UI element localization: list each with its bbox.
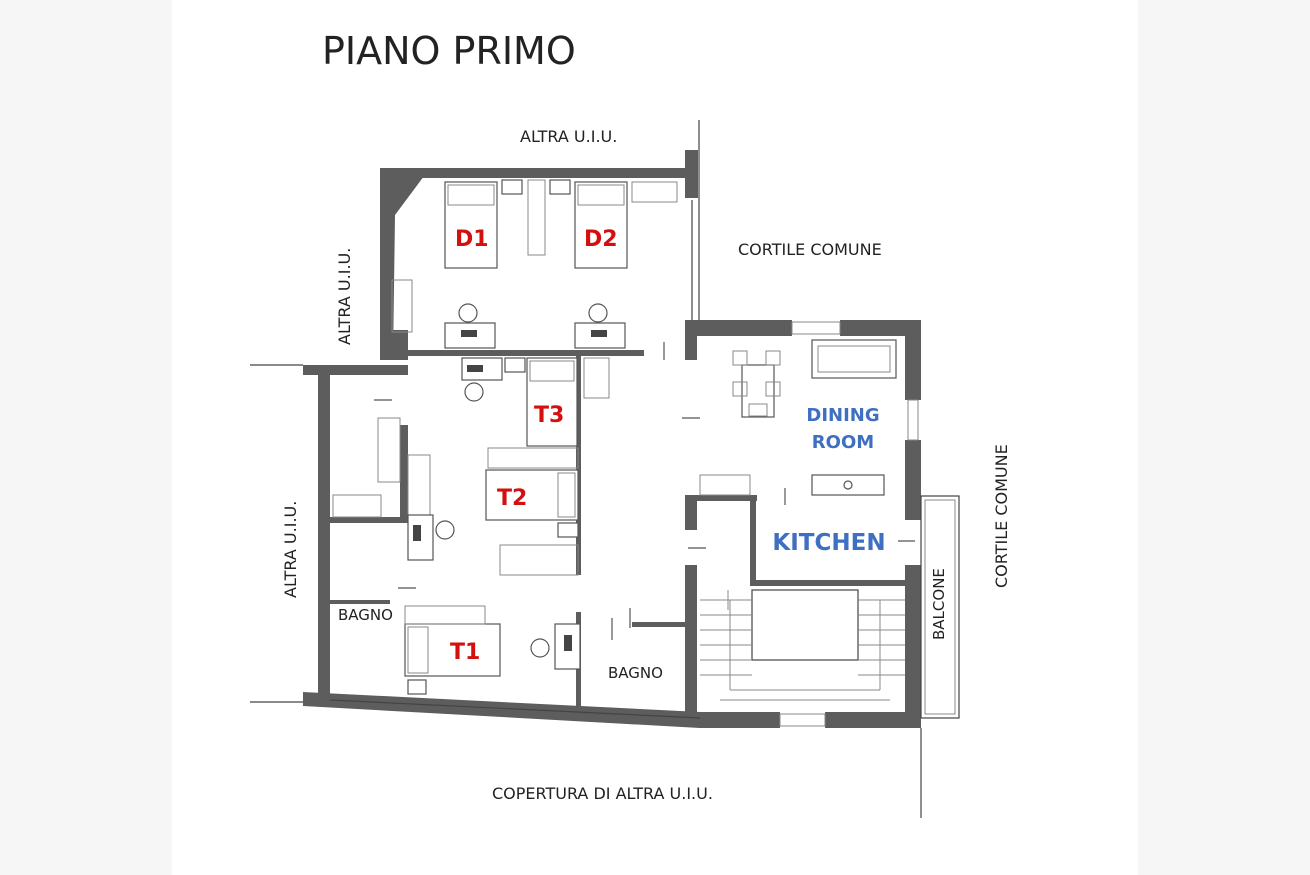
drawing-sheet <box>172 0 1138 875</box>
label-altra-left-top: ALTRA U.I.U. <box>335 248 354 345</box>
label-cortile-right: CORTILE COMUNE <box>992 444 1011 588</box>
room-kitchen: KITCHEN <box>772 530 885 556</box>
label-copertura: COPERTURA DI ALTRA U.I.U. <box>492 784 713 803</box>
label-altra-top: ALTRA U.I.U. <box>520 127 617 146</box>
plan-title: PIANO PRIMO <box>322 29 576 73</box>
walls <box>250 120 921 728</box>
room-d1: D1 <box>455 227 489 252</box>
room-t2: T2 <box>497 486 527 511</box>
label-altra-left-bottom: ALTRA U.I.U. <box>281 501 300 598</box>
room-labels: D1 D2 T3 T2 T1 DINING ROOM KITCHEN <box>450 227 886 665</box>
label-balcone: BALCONE <box>930 568 948 640</box>
room-t1: T1 <box>450 640 480 665</box>
area-labels: ALTRA U.I.U. CORTILE COMUNE ALTRA U.I.U.… <box>281 127 1011 803</box>
room-t3: T3 <box>534 403 564 428</box>
room-dining-line2: ROOM <box>812 432 874 453</box>
furniture <box>332 179 897 695</box>
fixtures-lines <box>329 321 960 818</box>
label-cortile-top: CORTILE COMUNE <box>738 240 882 259</box>
label-bagno-center: BAGNO <box>608 664 663 682</box>
room-dining-line1: DINING <box>806 405 879 426</box>
room-d2: D2 <box>584 227 618 252</box>
label-bagno-left: BAGNO <box>338 606 393 624</box>
